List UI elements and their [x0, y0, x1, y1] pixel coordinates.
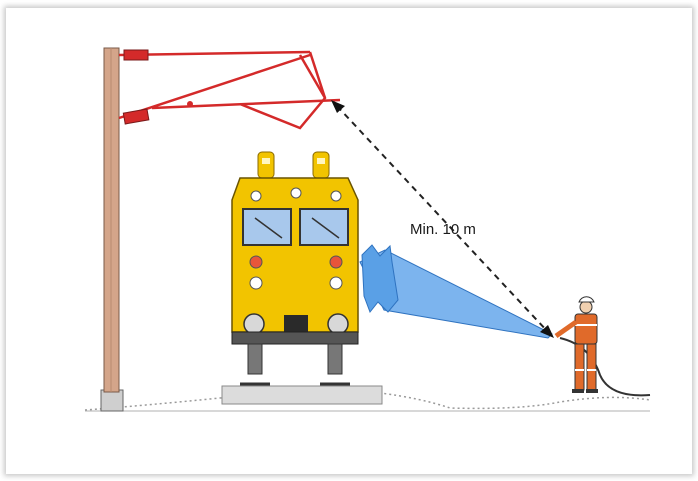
catenary-mast — [100, 47, 124, 412]
distance-arrow — [331, 100, 554, 338]
overhead-catenary — [118, 49, 341, 130]
cab-window-right — [299, 208, 349, 246]
track-slab — [221, 385, 383, 405]
worker — [554, 296, 651, 397]
beacon-left — [257, 151, 275, 179]
ground — [84, 390, 651, 412]
illustration-frame: Min. 10 m — [6, 8, 692, 474]
distance-label: Min. 10 m — [410, 221, 476, 238]
locomotive — [231, 151, 359, 386]
water-jet — [359, 244, 553, 339]
beacon-right — [312, 151, 330, 179]
safety-distance-illustration: Min. 10 m — [84, 47, 651, 412]
